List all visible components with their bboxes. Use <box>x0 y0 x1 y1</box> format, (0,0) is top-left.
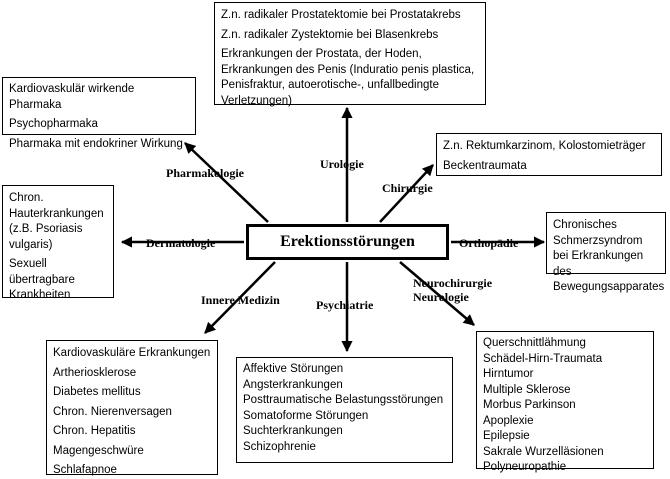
list-item: Schizophrenie <box>243 440 316 453</box>
list-item: Psychopharmaka <box>9 118 98 130</box>
label-orthopaedie: Orthopädie <box>459 236 519 250</box>
box-chirurgie: Z.n. Rektumkarzinom, Kolostomieträger Be… <box>436 133 662 176</box>
list-item: Suchterkrankungen <box>243 425 343 437</box>
list-item: Morbus Parkinson <box>483 399 576 411</box>
box-pharmakologie: Kardiovaskulär wirkende Pharmaka Psychop… <box>2 77 196 150</box>
list-item: Querschnittlähmung <box>483 337 586 349</box>
list-item: Chron. Hauterkrankungen (z.B. Psoriasis … <box>9 192 104 251</box>
label-neurochirurgie: Neurochirurgie <box>413 276 493 290</box>
list-item: Magengeschwüre <box>53 444 144 457</box>
list-item: Affektive Störungen <box>243 363 344 375</box>
list-item: Epilepsie <box>483 430 530 442</box>
arrow-chirurgie <box>379 164 434 223</box>
list-item: Chronisches Schmerzsyndrom bei Erkrankun… <box>553 219 665 293</box>
list-item: Diabetes mellitus <box>53 386 141 398</box>
box-innere-medizin: Kardiovaskuläre Erkrankungen Artherioskl… <box>46 340 218 476</box>
list-item: Erkrankungen des Penis (Induratio penis … <box>221 63 475 107</box>
label-chirurgie: Chirurgie <box>382 181 433 195</box>
list-item: Hirntumor <box>483 368 534 380</box>
list-item: Somatoforme Störungen <box>243 409 369 422</box>
box-urologie: Z.n. radikaler Prostatektomie bei Prosta… <box>214 2 486 107</box>
label-dermatologie: Dermatologie <box>146 236 216 250</box>
label-urologie: Urologie <box>320 157 364 171</box>
list-item: Erkrankungen der Prostata, der Hoden, <box>221 48 422 60</box>
list-item: Schlafapnoe <box>53 464 117 476</box>
list-item: Angsterkrankungen <box>243 378 343 391</box>
list-item: Artheriosklerose <box>53 366 137 379</box>
label-psychiatrie: Psychiatrie <box>316 298 374 312</box>
box-psychiatrie: Affektive Störungen Angsterkrankungen Po… <box>236 357 453 463</box>
label-pharmakologie: Pharmakologie <box>166 166 244 180</box>
list-item: Apoplexie <box>483 414 534 427</box>
list-item: Z.n. radikaler Prostatektomie bei Prosta… <box>221 9 461 21</box>
list-item: Kardiovaskulär wirkende Pharmaka <box>9 83 135 111</box>
list-item: Pharmaka mit endokriner Wirkung <box>9 137 183 150</box>
box-orthopaedie: Chronisches Schmerzsyndrom bei Erkrankun… <box>546 212 666 293</box>
list-item: Chron. Hepatitis <box>53 425 136 437</box>
center-node: Erektionsstörungen <box>246 224 449 260</box>
list-item: Polyneuropathie <box>483 461 567 473</box>
list-item: Schädel-Hirn-Traumata <box>483 352 603 365</box>
center-label: Erektionsstörungen <box>280 233 415 250</box>
list-item: Sexuell übertragbare Krankheiten <box>9 258 75 301</box>
list-item: Kardiovaskuläre Erkrankungen <box>53 347 211 359</box>
arrow-innere-medizin <box>204 261 276 334</box>
list-item: Posttraumatische Belastungsstörungen <box>243 394 444 406</box>
box-dermatologie: Chron. Hauterkrankungen (z.B. Psoriasis … <box>2 185 114 301</box>
label-innere-medizin: Innere Medizin <box>201 293 280 307</box>
list-item: Chron. Nierenversagen <box>53 405 172 418</box>
list-item: Beckentraumata <box>443 159 527 172</box>
arrow-neuro <box>399 261 475 326</box>
list-item: Multiple Sklerose <box>483 383 571 396</box>
box-neuro: Querschnittlähmung Schädel-Hirn-Traumata… <box>476 331 654 473</box>
list-item: Sakrale Wurzelläsionen <box>483 445 604 458</box>
arrow-pharmakologie <box>184 142 269 223</box>
label-neurologie: Neurologie <box>413 290 469 304</box>
list-item: Z.n. radikaler Zystektomie bei Blasenkre… <box>221 28 439 41</box>
list-item: Z.n. Rektumkarzinom, Kolostomieträger <box>443 140 646 152</box>
